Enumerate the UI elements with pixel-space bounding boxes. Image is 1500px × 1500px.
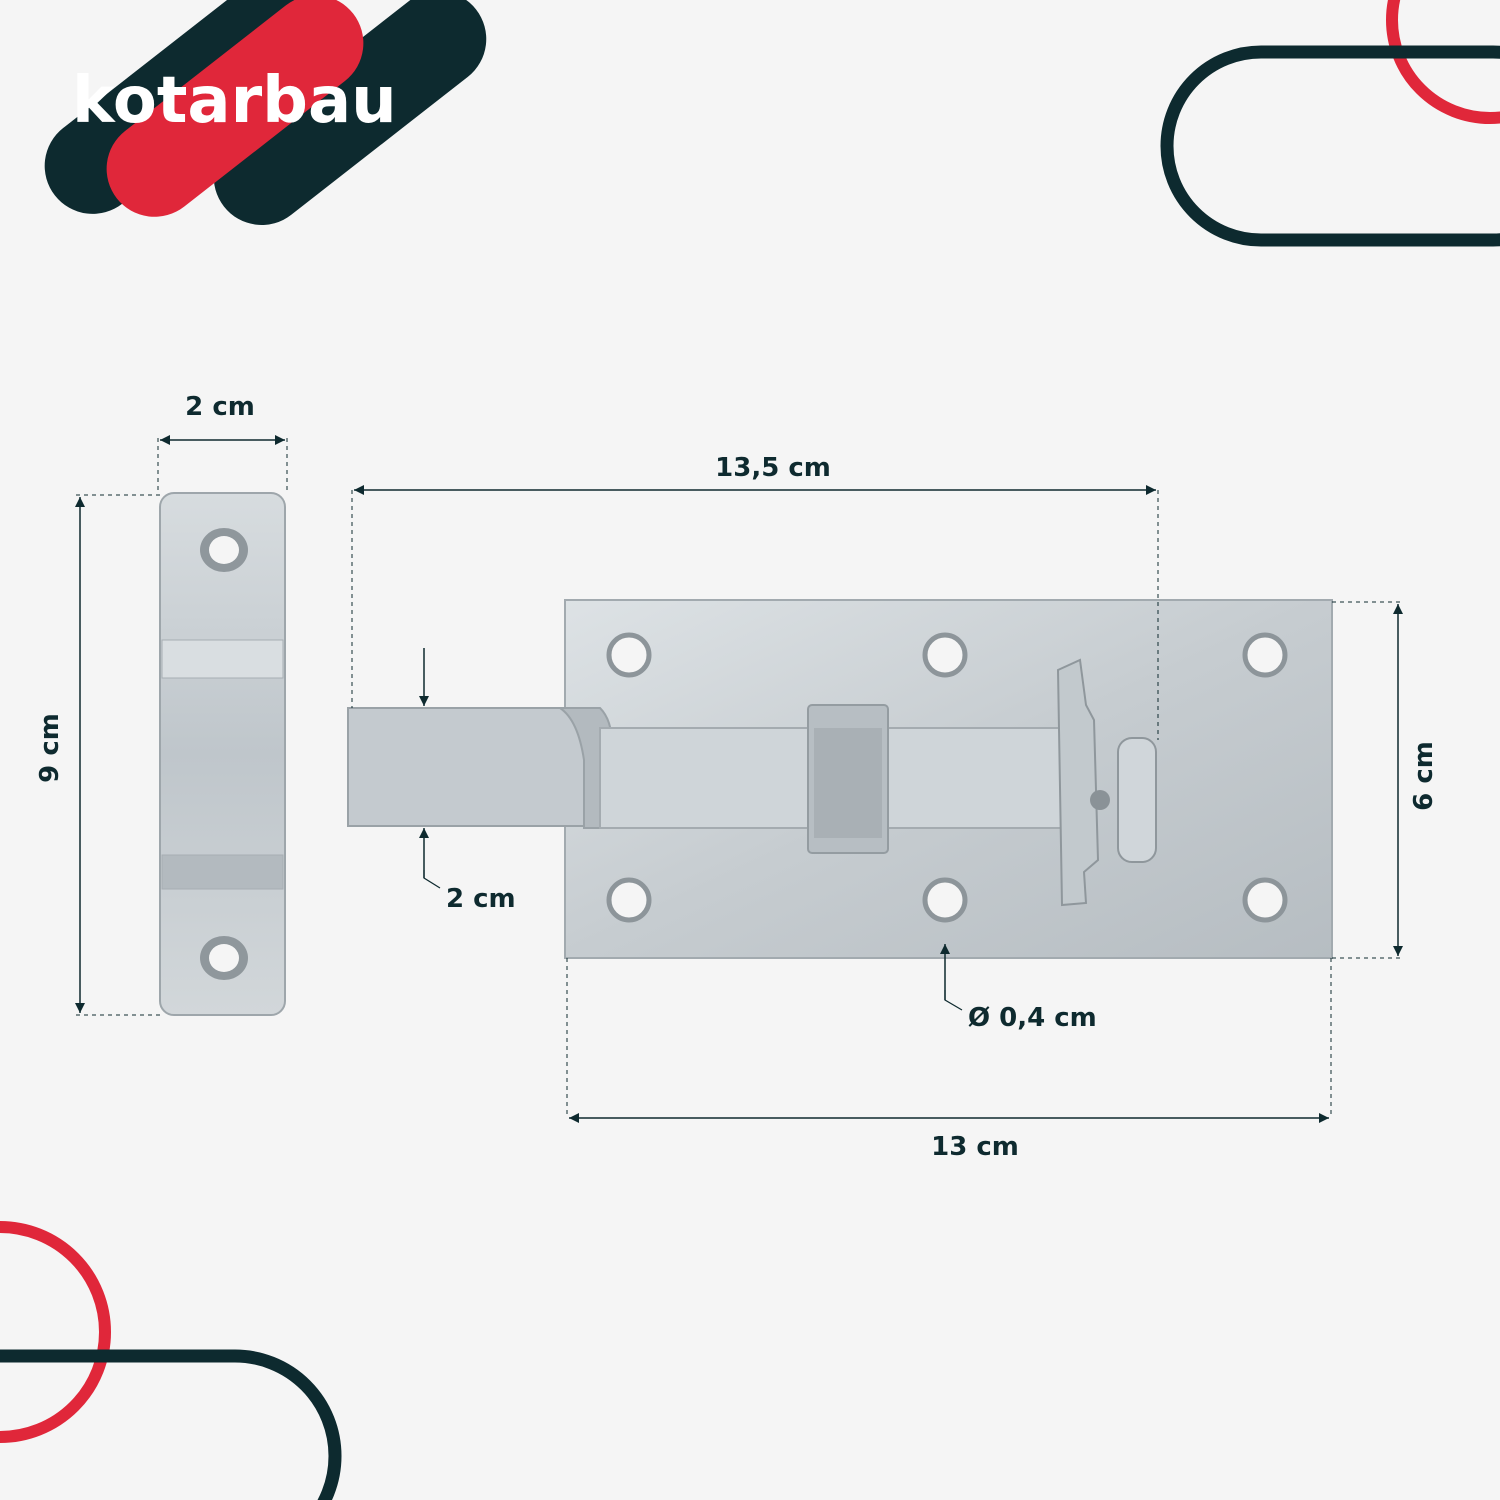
strike-plate	[159, 492, 286, 1016]
decor-top-right	[1160, 0, 1500, 247]
label-total-length: 13,5 cm	[715, 453, 831, 483]
label-hole-diameter: Ø 0,4 cm	[968, 1003, 1097, 1033]
hole-top-left	[606, 632, 652, 678]
bolt-tip	[347, 707, 585, 827]
label-strike-width: 2 cm	[185, 392, 255, 422]
bolt-handle-pivot	[1090, 790, 1110, 810]
decor-dark-capsule-bottom	[0, 1349, 342, 1500]
base-plate-holes	[606, 632, 1288, 923]
dimension-lines	[75, 435, 1403, 1123]
decor-dark-capsule-top	[1160, 45, 1500, 247]
brand-logo: kotarbau	[44, 0, 487, 225]
bolt-handle	[1117, 737, 1157, 863]
hole-bottom-left	[606, 877, 652, 923]
hole-top-center	[922, 632, 968, 678]
logo-pill-center	[106, 0, 364, 217]
strike-plate-hole-top-inner	[209, 536, 239, 564]
leader-hole-diameter	[944, 990, 963, 1011]
hole-bottom-center	[922, 877, 968, 923]
bolt-guide-face	[814, 728, 882, 838]
strike-plate-bend-top	[161, 639, 284, 679]
label-bolt-thickness: 2 cm	[446, 884, 516, 914]
logo-pill-right	[213, 0, 487, 225]
label-strike-height: 9 cm	[35, 713, 65, 783]
decor-bottom-left	[0, 1221, 342, 1500]
leader-bolt-thickness	[423, 870, 441, 889]
label-plate-length: 13 cm	[931, 1132, 1019, 1162]
decor-red-ring-top	[1386, 0, 1500, 124]
logo-wordmark: kotarbau	[72, 64, 397, 138]
hole-top-right	[1242, 632, 1288, 678]
label-plate-height: 6 cm	[1409, 741, 1439, 811]
strike-plate-hole-bottom-inner	[209, 944, 239, 972]
decor-red-ring-bottom	[0, 1221, 111, 1443]
hole-bottom-right	[1242, 877, 1288, 923]
strike-plate-bend-bottom	[161, 854, 284, 890]
bolt-keeper-bracket	[1056, 658, 1100, 907]
sliding-bolt	[347, 658, 1157, 907]
